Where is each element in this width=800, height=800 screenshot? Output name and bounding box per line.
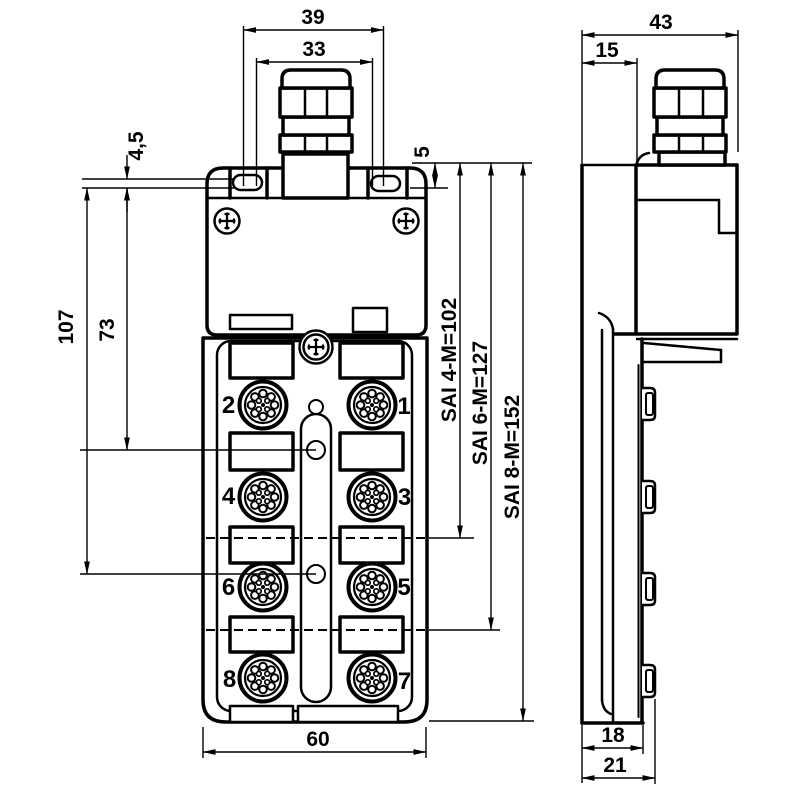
m12-connector-2 — [237, 379, 289, 431]
lid-window-right — [351, 306, 389, 334]
bottom-slot-right — [296, 704, 400, 724]
side-step-block — [642, 341, 723, 364]
dimension-annotations: 39 33 4,5 5 73 107 SAI 4-M=102 SAI 6-M=1… — [55, 6, 739, 784]
dim-73: 73 — [96, 318, 119, 341]
channel-top-hole — [308, 399, 324, 415]
front-view: 2 1 4 3 6 5 8 7 — [201, 68, 429, 724]
m12-connector-5 — [346, 561, 398, 613]
port-label-4: 4 — [222, 483, 236, 510]
lid-screw-right — [392, 207, 420, 235]
dim-gland-outer: 39 — [301, 6, 324, 29]
dim-connector-21: 21 — [603, 754, 627, 777]
cable-gland-front — [278, 68, 354, 200]
center-screw — [302, 333, 330, 361]
dim-sai-6m: SAI 6-M=127 — [469, 341, 492, 465]
bottom-slot-left — [228, 704, 295, 724]
dim-sai-4m: SAI 4-M=102 — [438, 298, 461, 422]
port-labels: 2 1 4 3 6 5 8 7 — [222, 392, 411, 695]
side-cover-seam — [597, 311, 615, 725]
port-label-7: 7 — [398, 668, 411, 695]
lid-screw-left — [213, 207, 241, 235]
port-label-2: 2 — [222, 392, 235, 419]
port-label-1: 1 — [397, 393, 410, 420]
side-connector-bumps — [640, 386, 657, 699]
port-label-8: 8 — [223, 666, 236, 693]
dim-width-60: 60 — [306, 728, 329, 751]
dim-107: 107 — [55, 309, 78, 344]
mounting-ear-right — [366, 166, 409, 200]
m12-connector-7 — [346, 652, 398, 704]
port-label-5: 5 — [397, 574, 410, 601]
dim-depth-15: 15 — [595, 39, 619, 62]
mounting-slot-left — [231, 173, 264, 192]
dim-gland-inner: 33 — [302, 38, 325, 61]
side-upper-housing — [612, 151, 739, 341]
m12-connector-8 — [237, 652, 289, 704]
port-label-3: 3 — [398, 484, 411, 511]
label-windows — [228, 341, 405, 654]
mounting-slot-right — [369, 174, 402, 193]
dim-base-18: 18 — [601, 724, 625, 747]
m12-connector-6 — [237, 561, 289, 613]
side-view — [580, 68, 739, 725]
m12-connector-3 — [346, 471, 398, 523]
lid-window-left — [228, 313, 294, 331]
dim-sai-8m: SAI 8-M=152 — [501, 395, 524, 519]
dim-depth-43: 43 — [649, 11, 672, 34]
cable-gland-side — [652, 68, 728, 167]
dim-slot-offset: 5 — [411, 146, 434, 158]
mounting-ear-left — [228, 166, 269, 200]
dim-slot-diameter: 4,5 — [125, 131, 148, 161]
m12-connector-1 — [346, 379, 398, 431]
m12-connector-4 — [237, 471, 289, 523]
lid-outline — [205, 166, 428, 337]
port-label-6: 6 — [222, 574, 235, 601]
